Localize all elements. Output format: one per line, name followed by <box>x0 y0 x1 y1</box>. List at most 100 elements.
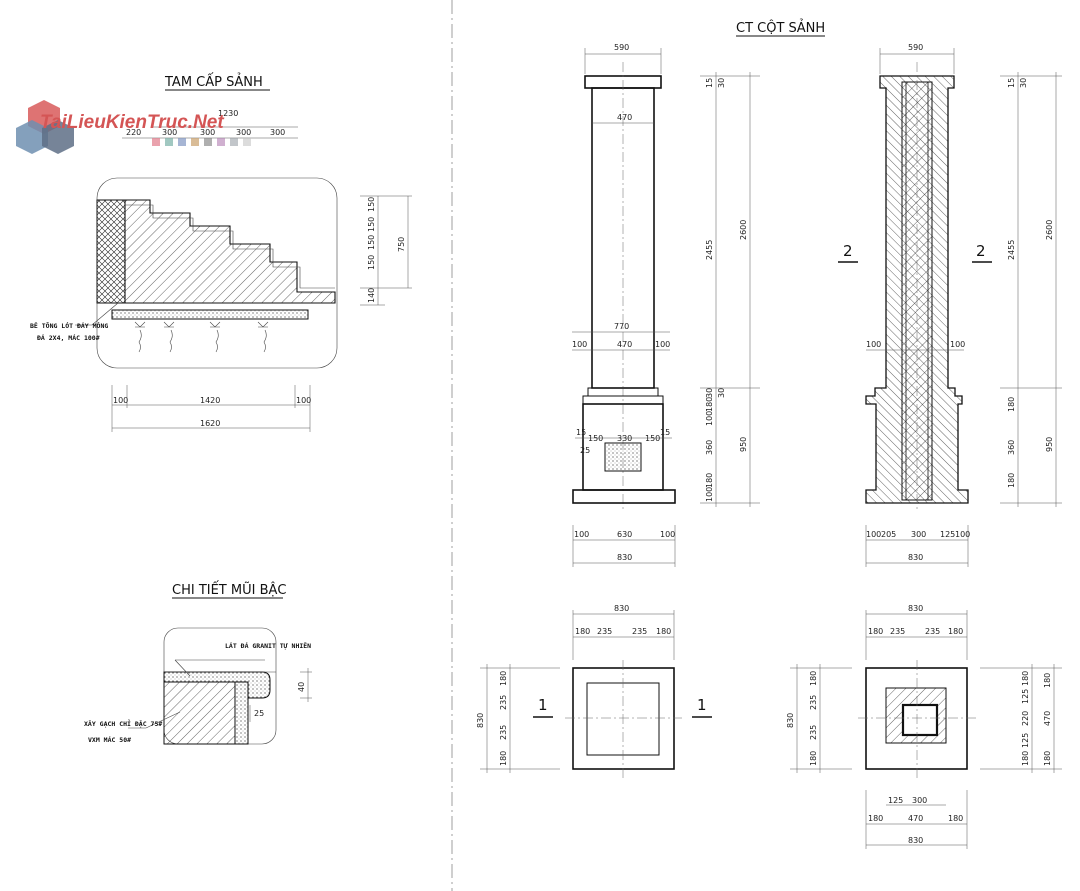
nosing-note-granit: LÁT ĐÁ GRANIT TỰ NHIÊN <box>225 641 311 650</box>
sec-dim-base-5: 180 <box>1007 473 1016 488</box>
col-dim-collar-2: 100 <box>655 340 670 349</box>
col-dim-base-4: 360 <box>705 440 714 455</box>
col-dim-collar: 770 <box>614 322 629 331</box>
stair-detail: TAM CẤP SẢNH 1230 220 300 300 300 300 1 <box>30 73 412 432</box>
col-dim-panel-0: 150 <box>588 434 603 443</box>
plan2-dim-left-3: 180 <box>809 751 818 766</box>
stair-dim-right-3: 150 <box>367 255 376 270</box>
sec-dim-foot-4: 100 <box>955 530 970 539</box>
plan2-dim-right-470: 470 <box>1043 711 1052 726</box>
col-dim-base-5: 180 <box>705 473 714 488</box>
plan1-dim-top-3: 180 <box>656 627 671 636</box>
nosing-title: CHI TIẾT MŨI BẬC <box>172 581 286 598</box>
plan1-dim-total: 830 <box>614 604 629 613</box>
stair-dim-bottom-1: 1420 <box>200 396 220 405</box>
stair-title: TAM CẤP SẢNH <box>164 73 263 90</box>
sec-dim-collar-0: 100 <box>866 340 881 349</box>
section-label-1-right: 1 <box>697 696 707 714</box>
plan2-dim-right-180a: 180 <box>1043 673 1052 688</box>
nosing-dim-b: 25 <box>254 709 264 718</box>
col-dim-panel-1: 330 <box>617 434 632 443</box>
nosing-detail: CHI TIẾT MŨI BẬC 40 25 LÁT ĐÁ GRANIT TỰ … <box>84 581 312 745</box>
col-dim-foot-total: 830 <box>617 553 632 562</box>
plan2-dim-right-0: 180 <box>1021 671 1030 686</box>
stair-dim-top-4: 300 <box>270 128 285 137</box>
plan2-dim-right-180b: 180 <box>1043 751 1052 766</box>
plan1-dim-left-0: 180 <box>499 671 508 686</box>
plan2-dim-bot-total: 830 <box>908 836 923 845</box>
plan2-dim-top-1: 235 <box>890 627 905 636</box>
plan2-dim-right-3: 180 <box>1021 751 1030 766</box>
column-section: 2 2 590 100 100 100 205 300 125 100 830 … <box>838 43 1062 567</box>
stair-dim-bottom-total: 1620 <box>200 419 220 428</box>
plan2-dim-right-r2: 125 <box>1021 733 1030 748</box>
col-dim-panel-side-r: 15 <box>660 428 670 437</box>
nosing-dim-a: 40 <box>297 682 306 692</box>
plan1-dim-top-1: 235 <box>597 627 612 636</box>
sec-dim-base-4: 360 <box>1007 440 1016 455</box>
col-dim-panel-h: 25 <box>580 446 590 455</box>
sec-dim-cap-0: 15 <box>1007 78 1016 88</box>
stair-dim-top-total: 1230 <box>218 109 238 118</box>
col-dim-foot-2: 100 <box>660 530 675 539</box>
plan2-dim-right-r1: 220 <box>1021 711 1030 726</box>
col-dim-shaft: 470 <box>617 113 632 122</box>
plan2-dim-top-0: 180 <box>868 627 883 636</box>
plan2-dim-left-1: 235 <box>809 695 818 710</box>
stair-dim-bottom-0: 100 <box>113 396 128 405</box>
plan2-dim-bot-0: 125 <box>888 796 903 805</box>
stair-dim-right-2: 150 <box>367 235 376 250</box>
stair-dim-right-total: 750 <box>397 237 406 252</box>
section-label-2-left: 2 <box>843 242 853 260</box>
sec-dim-foot-0: 100 <box>866 530 881 539</box>
plan1-dim-left-2: 235 <box>499 725 508 740</box>
stair-dim-top-2: 300 <box>200 128 215 137</box>
sec-dim-foot-1: 205 <box>881 530 896 539</box>
col-dim-cap-0: 15 <box>705 78 714 88</box>
nosing-note-2: VXM MÁC 50# <box>88 735 131 744</box>
plan2-dim-top-3: 180 <box>948 627 963 636</box>
watermark-logo: TaiLieuKienTruc.Net <box>16 100 251 154</box>
plan1-dim-left-total: 830 <box>476 713 485 728</box>
col-dim-base-0: 30 <box>705 388 714 398</box>
plan-section-2: 830 180 235 235 180 830 180 235 235 180 … <box>786 604 1062 849</box>
plan2-dim-left-2: 235 <box>809 725 818 740</box>
col-dim-base-1: 30 <box>717 388 726 398</box>
sec-dim-top: 590 <box>908 43 923 52</box>
nosing-note-1: XÂY GẠCH CHỈ ĐẶC 75# <box>84 719 162 728</box>
sec-dim-foot-total: 830 <box>908 553 923 562</box>
col-dim-panel-2: 150 <box>645 434 660 443</box>
column-title: CT CỘT SẢNH <box>736 19 825 36</box>
plan2-dim-bot-m0: 180 <box>868 814 883 823</box>
plan2-dim-bot-1: 300 <box>912 796 927 805</box>
sec-dim-collar-2: 100 <box>950 340 965 349</box>
stair-dim-right-1: 150 <box>367 217 376 232</box>
stair-dim-right-0: 150 <box>367 197 376 212</box>
sec-dim-foot-3: 125 <box>940 530 955 539</box>
col-dim-base-6: 100 <box>705 487 714 502</box>
plan2-dim-bot-m1: 470 <box>908 814 923 823</box>
col-dim-panel-side-l: 15 <box>576 428 586 437</box>
plan2-dim-left-0: 180 <box>809 671 818 686</box>
section-label-1-left: 1 <box>538 696 548 714</box>
col-dim-base-2: 180 <box>705 397 714 412</box>
plan2-dim-top-2: 235 <box>925 627 940 636</box>
stair-note-1: BÊ TÔNG LÓT ĐÁY MÓNG <box>30 321 108 330</box>
col-dim-collar-1: 470 <box>617 340 632 349</box>
col-dim-collar-0: 100 <box>572 340 587 349</box>
sec-dim-shaft-h: 2455 <box>1007 240 1016 260</box>
stair-dim-right-4: 140 <box>367 288 376 303</box>
plan2-dim-right-r0: 125 <box>1021 689 1030 704</box>
stair-dim-top-1: 300 <box>162 128 177 137</box>
col-dim-shaft-h: 2455 <box>705 240 714 260</box>
col-dim-top: 590 <box>614 43 629 52</box>
column-elevation: 590 470 770 100 470 100 15 150 330 150 1… <box>572 43 760 567</box>
plan1-dim-top-0: 180 <box>575 627 590 636</box>
watermark-text: TaiLieuKienTruc.Net <box>40 112 224 133</box>
sec-dim-base-2: 180 <box>1007 397 1016 412</box>
plan-section-1: 1 1 830 180 235 235 180 830 180 235 235 … <box>476 604 712 778</box>
stair-note-2: ĐÁ 2X4, MÁC 100# <box>37 333 100 342</box>
sec-dim-cap-1: 30 <box>1019 78 1028 88</box>
sec-dim-foot-2: 300 <box>911 530 926 539</box>
